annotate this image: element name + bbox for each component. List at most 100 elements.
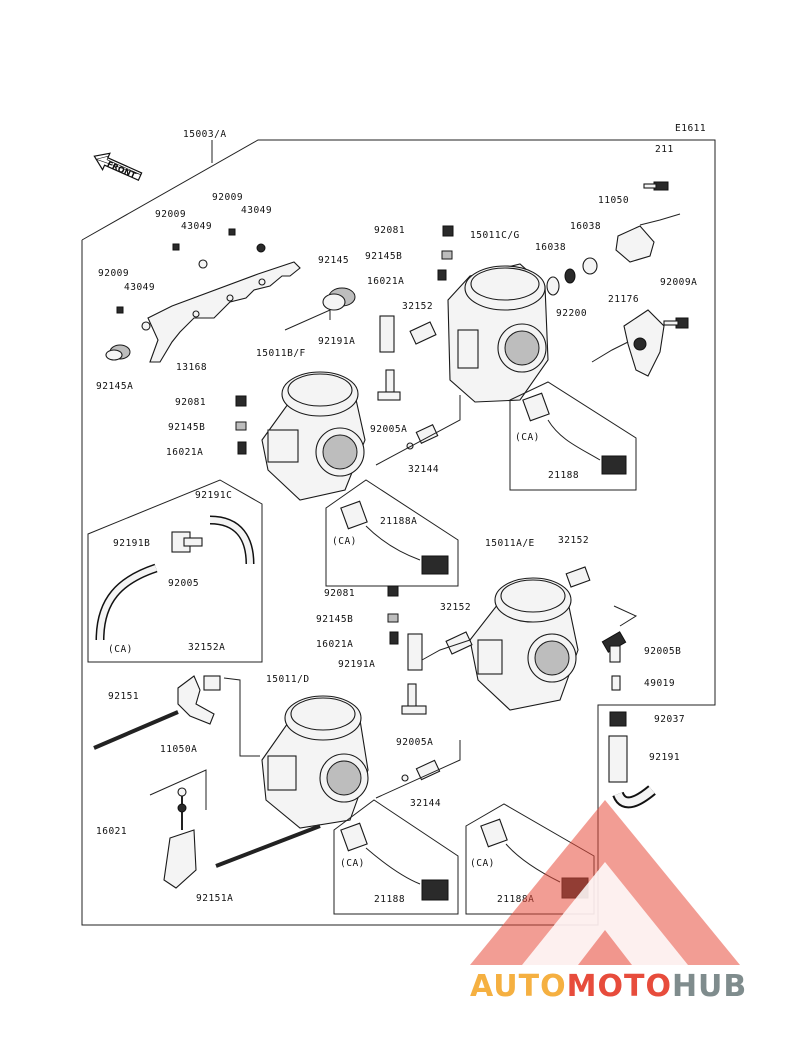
washer-16038 bbox=[546, 257, 598, 296]
label-92081-mid: 92081 bbox=[175, 397, 206, 408]
watermark-auto: AUTO bbox=[470, 969, 567, 1004]
label-92145A: 92145A bbox=[96, 381, 133, 392]
diagram-id: E1611 bbox=[675, 123, 706, 134]
fitting-92005A-low bbox=[401, 683, 427, 715]
label-92081-top: 92081 bbox=[374, 225, 405, 236]
plate-11050 bbox=[615, 225, 655, 263]
carburetor-15011D bbox=[261, 695, 369, 829]
carburetor-15011CG bbox=[447, 263, 549, 403]
automotohub-watermark: AUTOMOTOHUB bbox=[470, 800, 747, 1004]
label-92145B-low: 92145B bbox=[316, 614, 353, 625]
fitting-92005B bbox=[601, 631, 627, 663]
label-92005A-low: 92005A bbox=[396, 737, 433, 748]
svg-text:(CA): (CA) bbox=[515, 432, 540, 443]
clamp-92037 bbox=[609, 711, 627, 727]
collar-32152-right bbox=[565, 566, 591, 588]
label-21188A-top: 21188A bbox=[380, 516, 417, 527]
label-92145: 92145 bbox=[318, 255, 349, 266]
throttle-lever-11050A bbox=[177, 675, 215, 725]
bolt-211 bbox=[643, 181, 669, 191]
collar-32152-low bbox=[445, 631, 473, 655]
label-92151A: 92151A bbox=[196, 893, 233, 904]
bracket-13168 bbox=[147, 261, 301, 363]
label-21188-low: 21188 bbox=[374, 894, 405, 905]
label-92037: 92037 bbox=[654, 714, 685, 725]
svg-text:(CA): (CA) bbox=[108, 644, 133, 655]
parts-stack-low bbox=[387, 585, 399, 645]
fitting-92005A-top bbox=[377, 369, 401, 401]
label-92191A-top: 92191A bbox=[318, 336, 355, 347]
label-15011CG: 15011C/G bbox=[470, 230, 520, 241]
label-16021A-mid: 16021A bbox=[166, 447, 203, 458]
screw-16021 bbox=[163, 787, 197, 889]
svg-text:(CA): (CA) bbox=[332, 536, 357, 547]
ca-box-21188-top: (CA) bbox=[509, 381, 637, 491]
label-11050: 11050 bbox=[598, 195, 629, 206]
label-21188-top: 21188 bbox=[548, 470, 579, 481]
label-11050A: 11050A bbox=[160, 744, 197, 755]
label-13168: 13168 bbox=[176, 362, 207, 373]
label-32152-right: 32152 bbox=[558, 535, 589, 546]
front-arrow-icon: FRONT bbox=[93, 152, 143, 182]
label-16021A-top: 16021A bbox=[367, 276, 404, 287]
label-32152-top: 32152 bbox=[402, 301, 433, 312]
spring-92145 bbox=[322, 287, 356, 311]
screw-92009A bbox=[663, 317, 689, 329]
label-92081-low: 92081 bbox=[324, 588, 355, 599]
label-32152-low: 32152 bbox=[440, 602, 471, 613]
ca-box-21188-low: (CA) bbox=[333, 799, 459, 915]
label-92005: 92005 bbox=[168, 578, 199, 589]
label-211: 211 bbox=[655, 144, 674, 155]
carburetor-15011BF bbox=[261, 371, 366, 501]
label-15011BF: 15011B/F bbox=[256, 348, 306, 359]
label-16021A-low: 16021A bbox=[316, 639, 353, 650]
ca-box-21188A-top: (CA) bbox=[325, 479, 459, 587]
collar-32144-low bbox=[401, 759, 441, 782]
label-92009A: 92009A bbox=[660, 277, 697, 288]
label-92191A-low: 92191A bbox=[338, 659, 375, 670]
label-92145B-top: 92145B bbox=[365, 251, 402, 262]
label-92009-b: 92009 bbox=[212, 192, 243, 203]
parts-stack-mid bbox=[235, 395, 247, 455]
label-92191: 92191 bbox=[649, 752, 680, 763]
tube-92191A-low bbox=[407, 633, 423, 671]
watermark-moto: MOTO bbox=[567, 969, 672, 1004]
label-92200: 92200 bbox=[556, 308, 587, 319]
label-49019: 49019 bbox=[644, 678, 675, 689]
label-15011D: 15011/D bbox=[266, 674, 310, 685]
svg-text:AUTOMOTOHUB: AUTOMOTOHUB bbox=[470, 969, 747, 1004]
label-92009-c: 92009 bbox=[98, 268, 129, 279]
ca-box-hoses: (CA) bbox=[87, 479, 263, 663]
label-43049-c: 43049 bbox=[124, 282, 155, 293]
rod-92151 bbox=[93, 710, 179, 750]
cap-49019 bbox=[611, 675, 621, 691]
assembly-outline bbox=[81, 139, 716, 926]
label-32144-low: 32144 bbox=[410, 798, 441, 809]
label-32144-top: 32144 bbox=[408, 464, 439, 475]
carburetor-15011AE bbox=[469, 577, 579, 711]
label-15003A: 15003/A bbox=[183, 129, 227, 140]
label-92009-a: 92009 bbox=[155, 209, 186, 220]
label-92005B: 92005B bbox=[644, 646, 681, 657]
label-16038-b: 16038 bbox=[570, 221, 601, 232]
label-16021: 16021 bbox=[96, 826, 127, 837]
label-92151: 92151 bbox=[108, 691, 139, 702]
svg-text:(CA): (CA) bbox=[340, 858, 365, 869]
label-92191C: 92191C bbox=[195, 490, 232, 501]
parts-stack-top bbox=[437, 225, 454, 281]
label-32152A: 32152A bbox=[188, 642, 225, 653]
label-21176: 21176 bbox=[608, 294, 639, 305]
hose-92191 bbox=[608, 735, 628, 783]
spring-92145A bbox=[105, 344, 131, 361]
label-43049-b: 43049 bbox=[241, 205, 272, 216]
screws-92009 bbox=[116, 228, 266, 331]
label-43049-a: 43049 bbox=[181, 221, 212, 232]
watermark-hub: HUB bbox=[672, 969, 747, 1004]
sensor-21176 bbox=[623, 309, 665, 377]
label-92145B-mid: 92145B bbox=[168, 422, 205, 433]
label-92191B: 92191B bbox=[113, 538, 150, 549]
label-21188A-low: 21188A bbox=[497, 894, 534, 905]
cable-32152A bbox=[203, 675, 221, 691]
collar-32152 bbox=[409, 321, 437, 345]
